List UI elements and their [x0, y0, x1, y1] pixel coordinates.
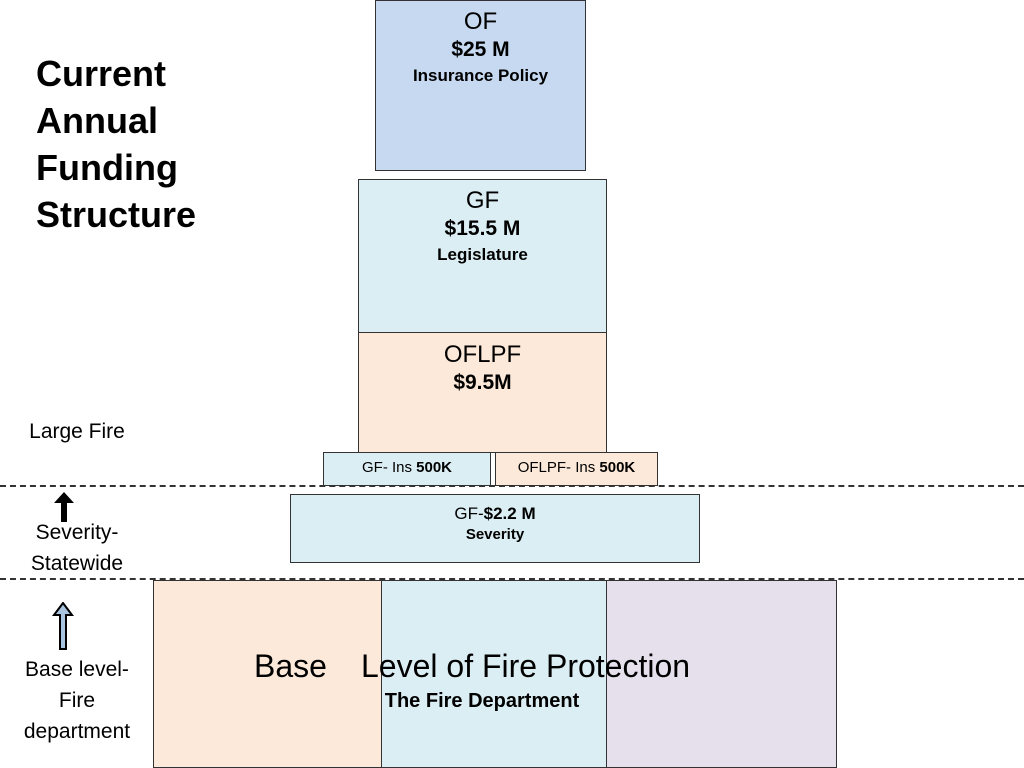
oflpf-ins-prefix: OFLPF- Ins [517, 459, 600, 476]
base-box-right [606, 580, 837, 768]
base-heading: Base [254, 647, 327, 685]
oflpf-amount: $9.5M [453, 371, 512, 394]
gf-code: GF [465, 187, 500, 214]
base-box-middle [381, 580, 607, 768]
base-word1: Base [254, 648, 327, 684]
base-level-label: Base level- Fire department [23, 658, 131, 743]
base-source: The Fire Department [384, 690, 580, 712]
divider-line-large-fire [0, 485, 1024, 487]
severity-box: GF-$2.2 M Severity [290, 494, 700, 563]
base-box-left [153, 580, 382, 768]
diagram-title: Current Annual Funding Structure [36, 53, 197, 235]
gf-ins-prefix: GF- Ins [361, 459, 417, 476]
severity-source: Severity [465, 526, 525, 543]
base-word2: Level of Fire Protection [361, 648, 691, 684]
oflpf-box: OFLPF $9.5M [358, 332, 607, 453]
oflpf-ins-amount: 500K [599, 459, 636, 476]
divider-line-severity [0, 578, 1024, 580]
oflpf-code: OFLPF [443, 341, 522, 368]
severity-amount: $2.2 M [483, 504, 536, 523]
large-fire-label: Large Fire [29, 420, 125, 443]
of-code: OF [463, 8, 498, 35]
gf-ins-amount: 500K [416, 459, 453, 476]
of-amount: $25 M [451, 38, 510, 61]
gf-ins-box: GF- Ins 500K [323, 452, 491, 486]
up-arrow-icon-severity [53, 492, 75, 527]
gf-box: GF $15.5 M Legislature [358, 179, 607, 333]
base-heading-rest: Level of Fire Protection [361, 647, 690, 685]
of-box: OF $25 M Insurance Policy [375, 0, 586, 171]
severity-label: Severity- Statewide [30, 521, 124, 575]
oflpf-ins-box: OFLPF- Ins 500K [495, 452, 658, 486]
gf-amount: $15.5 M [444, 217, 521, 240]
of-source: Insurance Policy [412, 66, 549, 85]
up-arrow-icon-base [52, 601, 74, 655]
severity-prefix: GF- [454, 504, 484, 523]
gf-source: Legislature [437, 245, 528, 264]
